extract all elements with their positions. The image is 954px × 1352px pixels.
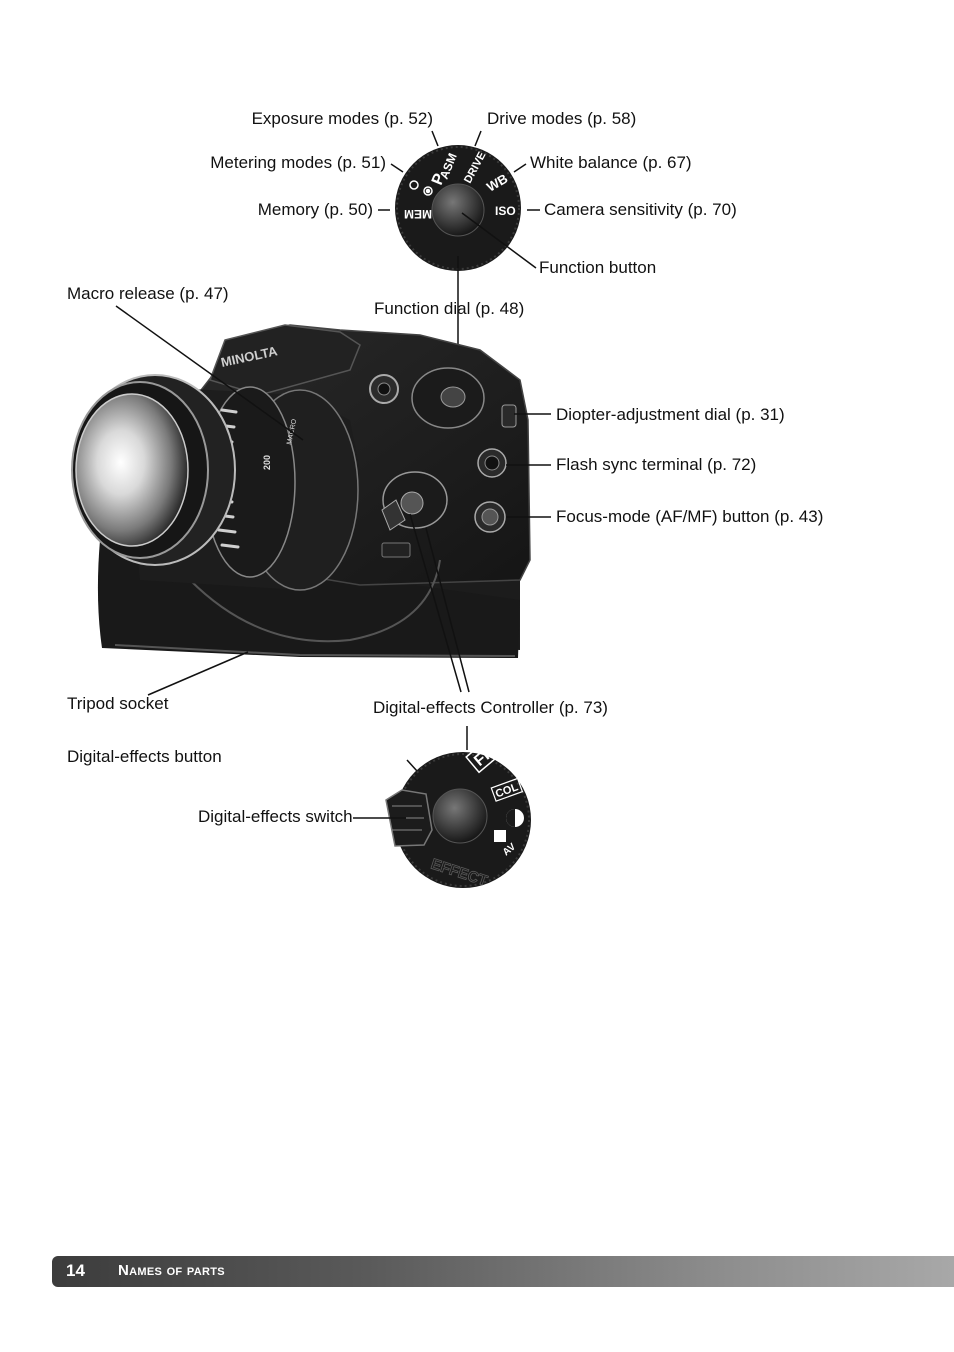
effects-button-graphic [433, 789, 487, 843]
label-function-dial: Function dial (p. 48) [374, 299, 524, 319]
label-effects-switch: Digital-effects switch [198, 807, 353, 827]
label-function-button: Function button [539, 258, 656, 278]
label-diopter-dial: Diopter-adjustment dial (p. 31) [556, 405, 785, 425]
page-number: 14 [66, 1261, 85, 1281]
label-metering-modes: Metering modes (p. 51) [210, 153, 386, 173]
label-macro-release: Macro release (p. 47) [67, 284, 229, 304]
saturation-icon [494, 830, 506, 842]
zoom-mark: 200 [262, 455, 272, 470]
footer-bar: 14 Names of parts [52, 1256, 954, 1287]
dial-mark-mem: MEM [404, 207, 432, 221]
label-effects-controller: Digital-effects Controller (p. 73) [373, 698, 608, 718]
label-flash-sync: Flash sync terminal (p. 72) [556, 455, 756, 475]
label-exposure-modes: Exposure modes (p. 52) [252, 109, 433, 129]
label-camera-sensitivity: Camera sensitivity (p. 70) [544, 200, 737, 220]
function-button-graphic [432, 184, 484, 236]
label-effects-button: Digital-effects button [67, 747, 222, 767]
effects-controller-closeup: FIL COL AV EFFECT [386, 735, 531, 890]
label-drive-modes: Drive modes (p. 58) [487, 109, 636, 129]
label-memory: Memory (p. 50) [258, 200, 373, 220]
section-title: Names of parts [118, 1262, 225, 1279]
dial-mark-iso: ISO [495, 204, 516, 218]
function-dial-closeup: ASM P DRIVE WB ISO MEM [395, 145, 521, 271]
label-focus-mode: Focus-mode (AF/MF) button (p. 43) [556, 507, 823, 527]
label-tripod-socket: Tripod socket [67, 694, 168, 714]
label-white-balance: White balance (p. 67) [530, 153, 692, 173]
contrast-icon [506, 809, 524, 827]
